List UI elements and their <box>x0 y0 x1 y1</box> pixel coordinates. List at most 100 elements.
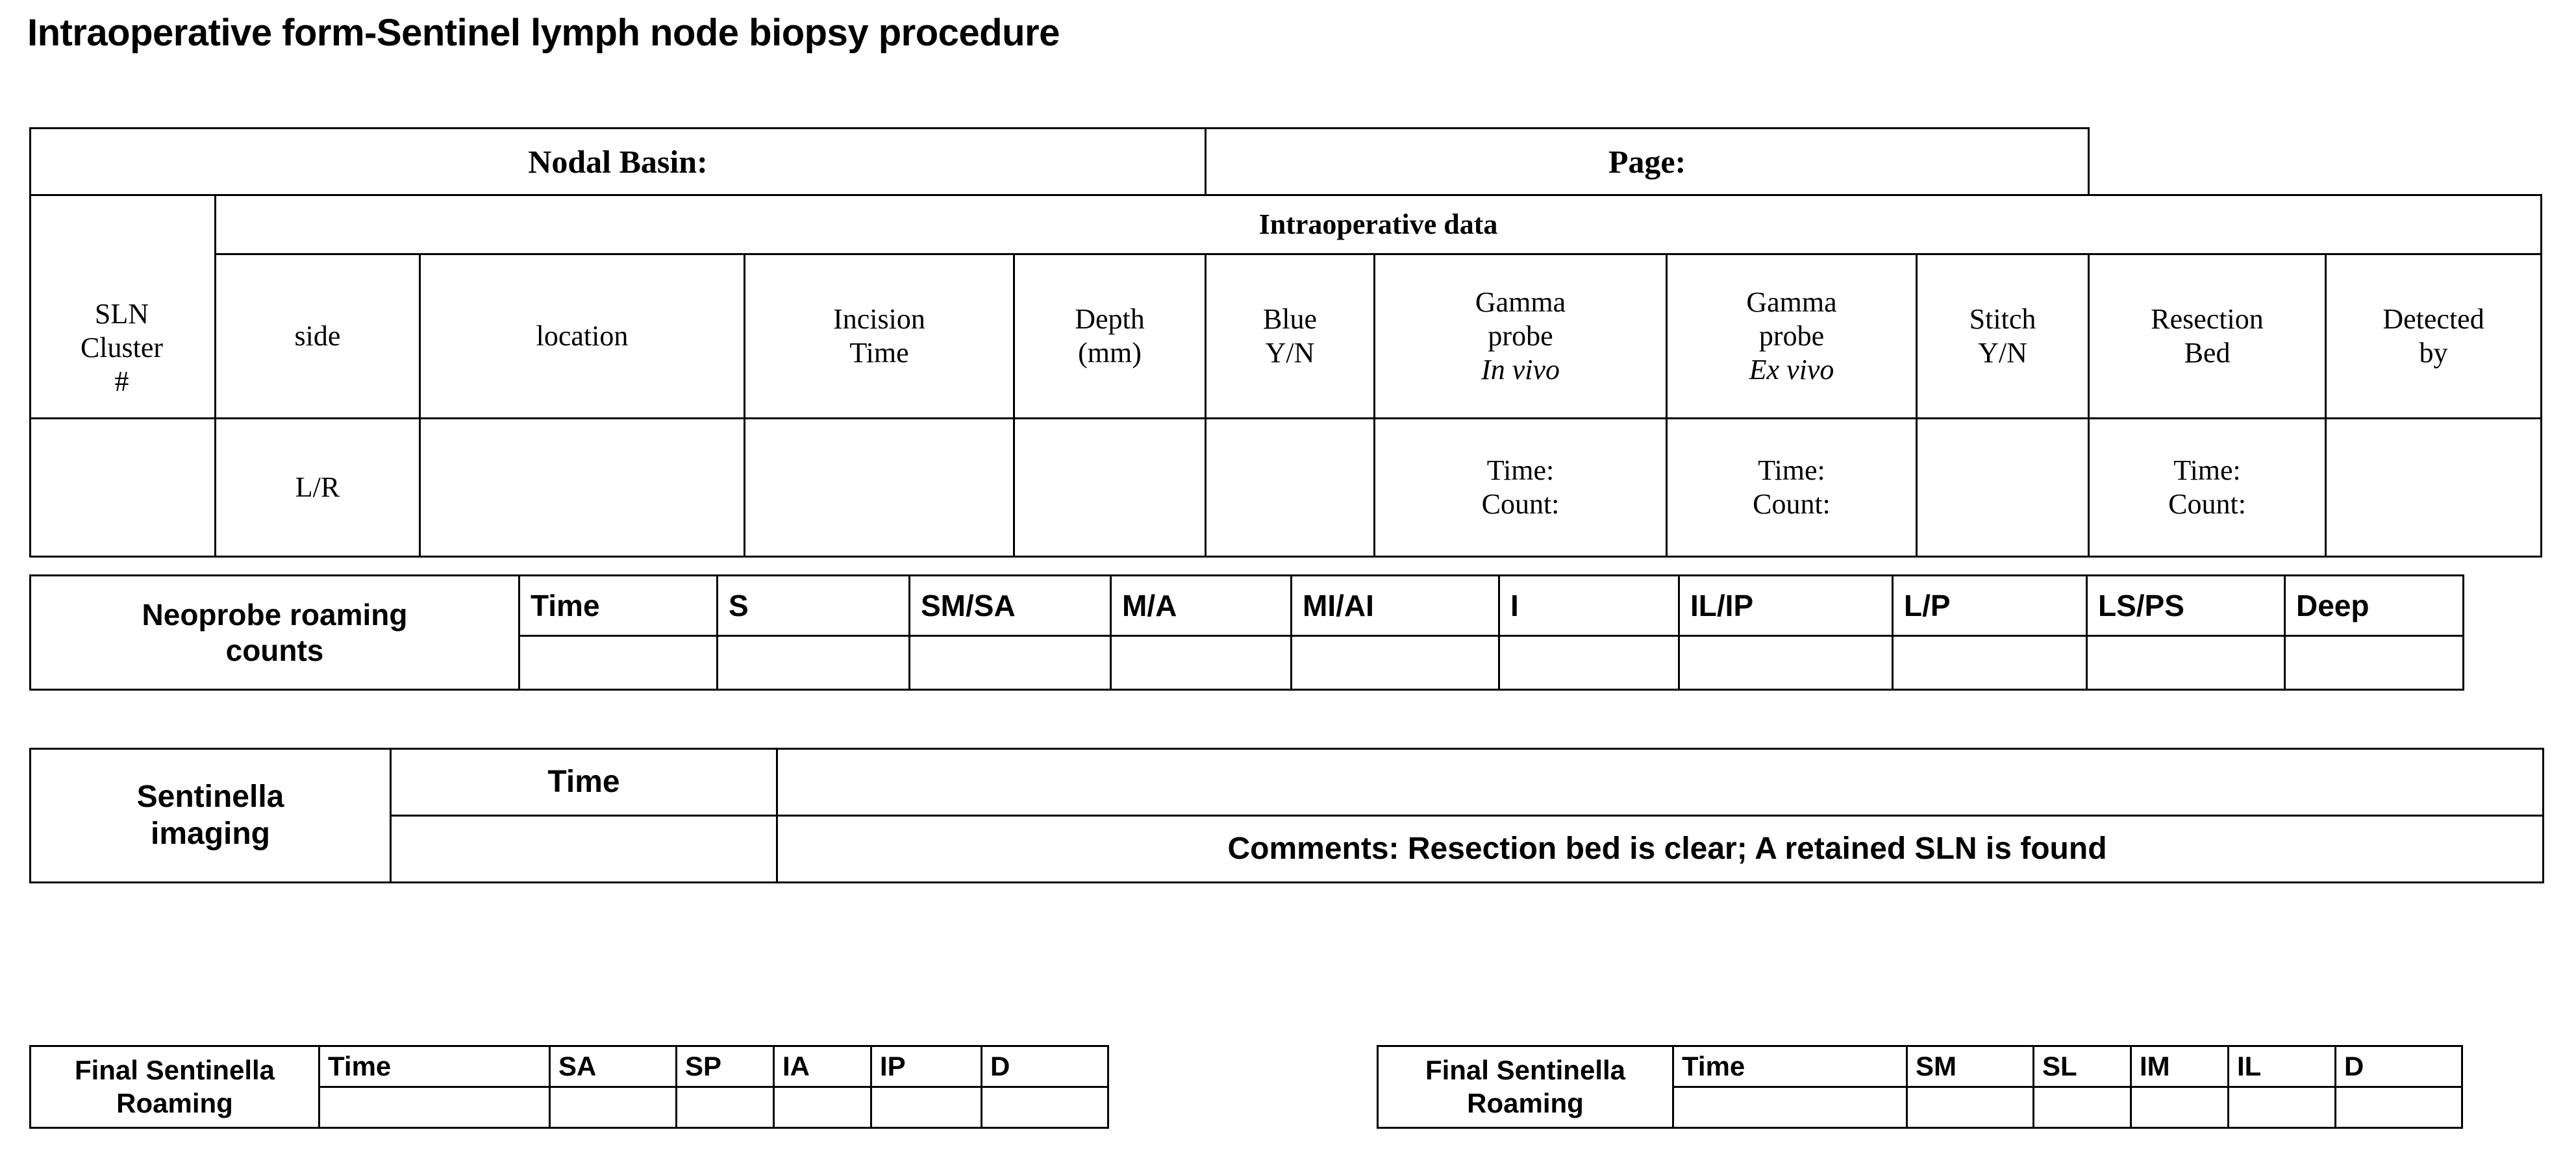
cell-incision-time[interactable] <box>744 417 1015 558</box>
neoprobe-col-m-a: M/A <box>1110 574 1292 637</box>
gamma-ex-vivo-count-label: Count: <box>1753 488 1831 520</box>
gamma-ex-vivo-time-label: Time: <box>1758 454 1825 487</box>
col-header-gamma-ex-line1: Gamma <box>1746 286 1837 319</box>
final-right-value-d[interactable] <box>2334 1086 2463 1129</box>
intraoperative-data-banner-row: Intraoperative data <box>29 194 2543 419</box>
column-header-row: side location Incision Time Depth (mm) B… <box>31 253 2543 419</box>
col-header-detected-line1: Detected <box>2382 303 2484 336</box>
neoprobe-col-l-p: L/P <box>1892 574 2088 637</box>
sentinella-time-value[interactable] <box>390 815 778 883</box>
sentinella-imaging-table: Sentinella imaging Time Comments: Resect… <box>29 748 2544 883</box>
col-header-detected-by: Detected by <box>2325 253 2543 419</box>
final-sentinella-roaming-table-left: Final Sentinella Roaming Time SA SP IA I… <box>29 1045 1109 1129</box>
final-left-header-row: Final Sentinella Roaming Time SA SP IA I… <box>29 1045 1109 1129</box>
neoprobe-row-label-line1: Neoprobe roaming <box>142 598 408 632</box>
cell-location[interactable] <box>419 417 745 558</box>
neoprobe-value-time[interactable] <box>518 635 718 691</box>
sentinella-row-label: Sentinella imaging <box>29 748 392 883</box>
final-left-col-d: D <box>981 1045 1109 1088</box>
col-header-incision-time: Incision Time <box>744 253 1015 419</box>
banner-empty-corner <box>29 194 216 419</box>
neoprobe-col-mi-ai: MI/AI <box>1290 574 1500 637</box>
final-right-value-im[interactable] <box>2130 1086 2229 1129</box>
cell-side[interactable]: L/R <box>214 417 421 558</box>
neoprobe-col-deep: Deep <box>2284 574 2464 637</box>
cell-sln-cluster[interactable] <box>29 417 216 558</box>
col-header-detected-line2: by <box>2419 337 2448 369</box>
final-right-value-sm[interactable] <box>1906 1086 2034 1129</box>
neoprobe-value-deep[interactable] <box>2284 635 2464 691</box>
neoprobe-value-m-a[interactable] <box>1110 635 1292 691</box>
resection-bed-count-label: Count: <box>2168 488 2246 520</box>
cell-gamma-ex-vivo[interactable]: Time: Count: <box>1666 417 1918 558</box>
col-header-sln-cluster: SLN Cluster # <box>31 262 212 434</box>
final-left-col-ia: IA <box>773 1045 872 1088</box>
gamma-in-vivo-time-label: Time: <box>1486 454 1555 487</box>
cell-gamma-in-vivo[interactable]: Time: Count: <box>1373 417 1668 558</box>
cell-blue[interactable] <box>1205 417 1376 558</box>
neoprobe-col-sm-sa: SM/SA <box>908 574 1112 637</box>
cell-stitch[interactable] <box>1916 417 2090 558</box>
cell-resection-bed[interactable]: Time: Count: <box>2088 417 2327 558</box>
cell-detected-by[interactable] <box>2325 417 2543 558</box>
nodal-basin-label[interactable]: Nodal Basin: <box>29 127 1207 196</box>
neoprobe-value-sm-sa[interactable] <box>908 635 1112 691</box>
final-right-row-label-line1: Final Sentinella <box>1425 1055 1626 1086</box>
neoprobe-value-ls-ps[interactable] <box>2086 635 2286 691</box>
final-sentinella-roaming-table-right: Final Sentinella Roaming Time SM SL IM I… <box>1377 1045 2463 1129</box>
gamma-in-vivo-count-label: Count: <box>1481 488 1560 520</box>
final-left-value-ia[interactable] <box>773 1086 872 1129</box>
final-left-value-ip[interactable] <box>870 1086 982 1129</box>
final-left-col-time: Time <box>318 1045 551 1088</box>
neoprobe-roaming-counts-table: Neoprobe roaming counts Time S SM/SA M/A… <box>29 574 2464 691</box>
col-header-gamma-in-line2: probe <box>1488 320 1553 352</box>
final-right-row-label-line2: Roaming <box>1467 1087 1584 1118</box>
sentinella-bottom-row: Comments: Resection bed is clear; A reta… <box>31 815 2544 883</box>
resection-bed-time-label: Time: <box>2173 454 2241 487</box>
col-header-side: side <box>214 253 421 419</box>
col-header-gamma-ex-vivo: Gamma probe Ex vivo <box>1666 253 1918 419</box>
final-right-col-sm: SM <box>1906 1045 2034 1088</box>
final-right-value-time[interactable] <box>1672 1086 1908 1129</box>
sentinella-time-label: Time <box>390 748 778 817</box>
final-right-col-sl: SL <box>2032 1045 2132 1088</box>
col-header-stitch-line2: Y/N <box>1978 337 2027 369</box>
spacer-cell-a <box>2088 128 2326 195</box>
neoprobe-col-ls-ps: LS/PS <box>2086 574 2286 637</box>
final-right-value-il[interactable] <box>2227 1086 2336 1129</box>
col-header-sln-line2: Cluster <box>80 332 164 364</box>
final-left-value-sa[interactable] <box>549 1086 677 1129</box>
col-header-resection-bed: Resection Bed <box>2088 253 2327 419</box>
page-label[interactable]: Page: <box>1205 127 2090 196</box>
final-right-value-sl[interactable] <box>2032 1086 2132 1129</box>
final-left-row-label-line2: Roaming <box>116 1087 233 1118</box>
neoprobe-row-label: Neoprobe roaming counts <box>29 574 520 691</box>
neoprobe-value-s[interactable] <box>716 635 910 691</box>
neoprobe-col-time: Time <box>518 574 718 637</box>
sentinella-row-label-line2: imaging <box>150 816 270 851</box>
final-left-value-time[interactable] <box>318 1086 551 1129</box>
final-left-value-d[interactable] <box>981 1086 1109 1129</box>
neoprobe-value-mi-ai[interactable] <box>1290 635 1500 691</box>
col-header-incision-line2: Time <box>849 337 909 369</box>
sentinella-top-right-value[interactable] <box>776 748 2544 817</box>
final-left-row-label: Final Sentinella Roaming <box>29 1045 320 1129</box>
final-left-row-label-line1: Final Sentinella <box>74 1055 275 1086</box>
final-left-col-ip: IP <box>870 1045 982 1088</box>
final-left-value-sp[interactable] <box>675 1086 775 1129</box>
neoprobe-value-i[interactable] <box>1498 635 1680 691</box>
col-header-depth-line1: Depth <box>1075 303 1145 336</box>
final-right-col-d: D <box>2334 1045 2463 1088</box>
cell-depth[interactable] <box>1012 417 1207 558</box>
final-left-col-sp: SP <box>675 1045 775 1088</box>
col-header-gamma-in-line1: Gamma <box>1475 286 1566 319</box>
sentinella-row-label-line1: Sentinella <box>136 779 284 814</box>
spacer-cell-b <box>2325 128 2542 195</box>
sentinella-comments[interactable]: Comments: Resection bed is clear; A reta… <box>776 815 2544 883</box>
intraoperative-data-title: Intraoperative data <box>214 194 2543 255</box>
page-title: Intraoperative form-Sentinel lymph node … <box>27 12 1060 54</box>
neoprobe-value-l-p[interactable] <box>1892 635 2088 691</box>
col-header-blue-line1: Blue <box>1262 303 1318 336</box>
col-header-blue-line2: Y/N <box>1265 337 1315 369</box>
neoprobe-value-il-ip[interactable] <box>1678 635 1894 691</box>
